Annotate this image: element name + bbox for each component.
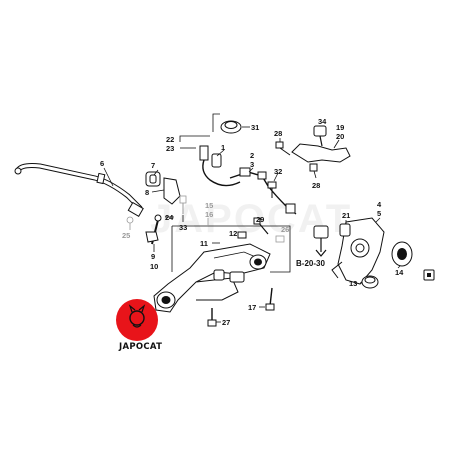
label-22: 22 [166, 135, 174, 144]
label-12: 12 [229, 229, 237, 238]
label-21: 21 [342, 211, 350, 220]
leader-1 [216, 149, 225, 157]
label-3: 3 [250, 160, 254, 169]
label-27: 27 [222, 318, 230, 327]
brand-logo-text: JAPOCAT [118, 342, 162, 352]
leader-8 [151, 189, 165, 193]
bushing-holder [163, 177, 181, 205]
label-34: 34 [318, 117, 327, 126]
label-7: 7 [151, 161, 155, 170]
label-14: 14 [395, 268, 404, 277]
label-24: 24 [165, 213, 174, 222]
label-10: 10 [150, 262, 158, 271]
label-4: 4 [377, 200, 382, 209]
label-32: 32 [274, 167, 282, 176]
leader-22-bracket [179, 135, 210, 142]
nut-26 [275, 235, 285, 243]
bolt-29 [253, 217, 269, 235]
reference-adapter [313, 225, 329, 257]
nut-18 [423, 269, 435, 281]
label-8: 8 [145, 188, 149, 197]
brand-logo: JAPOCAT [116, 299, 162, 352]
upper-arm [291, 125, 351, 163]
abs-sensor-bracket [199, 145, 241, 187]
label-9: 9 [151, 252, 155, 261]
leader-19-20 [333, 139, 340, 149]
label-11: 11 [200, 239, 208, 248]
brand-logo-circle [116, 299, 158, 341]
label-20: 20 [336, 132, 344, 141]
bolt-33 [179, 195, 187, 214]
bolt-28-lower [309, 163, 318, 172]
leader-32 [273, 172, 279, 182]
bolt-32 [267, 181, 277, 198]
abs-sensor-1 [211, 153, 222, 168]
label-15: 15 [205, 201, 213, 210]
stabilizer-bushing [145, 171, 161, 187]
stabilizer-bar [14, 163, 144, 218]
rubber-cap-31 [220, 120, 242, 134]
leader-2-3 [248, 167, 254, 173]
label-28-lower: 28 [312, 181, 320, 190]
label-31: 31 [251, 123, 259, 132]
area-outline-top [172, 225, 291, 273]
leader-7 [153, 169, 159, 176]
label-23: 23 [166, 144, 174, 153]
label-6: 6 [100, 159, 104, 168]
label-2: 2 [250, 151, 254, 160]
bushing-21 [339, 223, 351, 237]
leader-28-lower [313, 170, 317, 179]
bushing-14 [391, 241, 413, 267]
label-17: 17 [248, 303, 256, 312]
label-29: 29 [256, 215, 264, 224]
label-13: 13 [349, 279, 357, 288]
bolt-27 [207, 308, 217, 327]
label-26: 26 [281, 225, 289, 234]
label-33: 33 [179, 223, 187, 232]
lower-control-arm [153, 243, 271, 313]
bolt-28-top [275, 141, 291, 156]
label-1: 1 [221, 143, 225, 152]
bushing-13 [361, 275, 379, 289]
label-16: 16 [205, 210, 213, 219]
reference-code: B-20-30 [296, 259, 325, 268]
label-5: 5 [377, 209, 381, 218]
stabilizer-link [145, 214, 162, 245]
leader-6 [103, 167, 114, 187]
bolt-17 [265, 287, 275, 311]
bolt-12 [237, 231, 247, 239]
label-25: 25 [122, 231, 130, 240]
label-19: 19 [336, 123, 344, 132]
label-28-top: 28 [274, 129, 282, 138]
leader-14 [397, 265, 401, 269]
leader-31-bracket [212, 113, 220, 132]
bolt-25 [126, 216, 134, 230]
